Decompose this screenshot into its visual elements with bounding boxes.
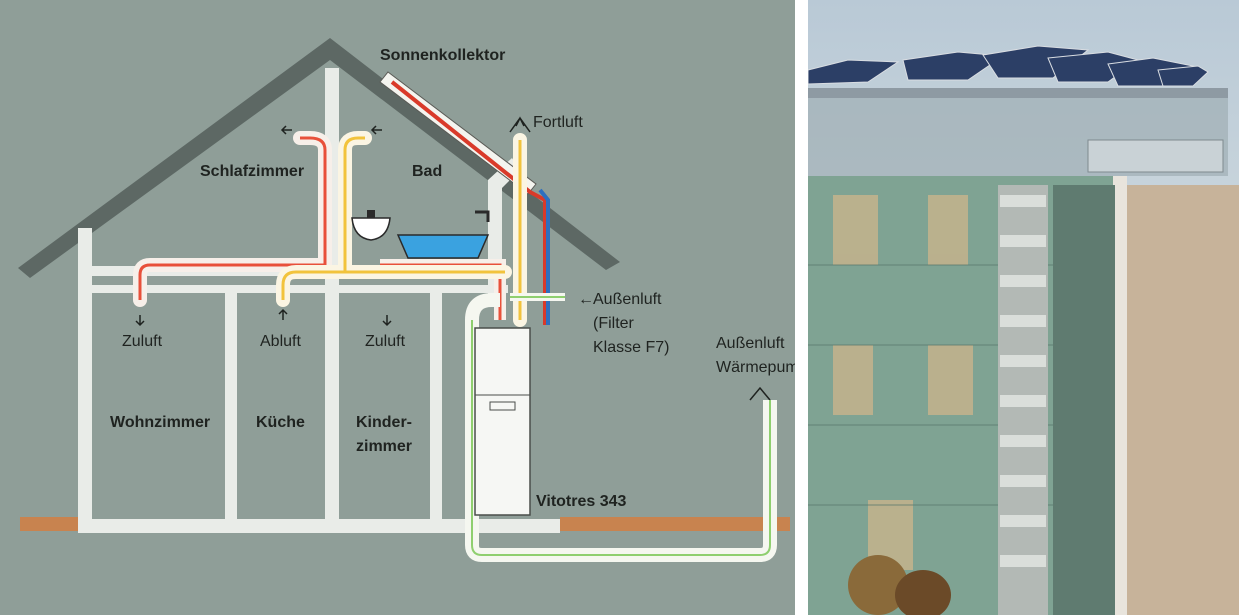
label-filter-line1: (Filter [593,315,635,332]
bathroom-fixtures [351,210,490,259]
building-photo [808,0,1239,615]
label-sonnenkollektor: Sonnenkollektor [380,47,505,64]
label-schlafzimmer: Schlafzimmer [200,163,304,180]
side-wall [1126,185,1239,615]
label-kinder-line2: zimmer [356,438,412,455]
vitotres-unit [465,293,777,562]
label-fortluft: Fortluft [533,114,583,131]
label-zuluft-right: Zuluft [365,333,406,350]
trees [848,555,951,615]
roof-canopy [808,88,1228,98]
label-aussenluft-arrow: ← [578,291,594,308]
ventilation-diagram: Sonnenkollektor Fortluft Schlafzimmer Ba… [0,0,795,615]
ground-strip-left [20,517,82,531]
label-filter-line2: Klasse F7) [593,339,669,356]
label-abluft: Abluft [260,333,301,350]
ground-strip-right [560,517,790,531]
label-bad: Bad [412,163,442,180]
label-vitotres: Vitotres 343 [536,493,627,510]
beige-panels [833,195,973,570]
label-aussenluft: Außenluft [593,291,662,308]
label-kueche: Küche [256,414,305,431]
label-zuluft-left: Zuluft [122,333,163,350]
label-aussenluft-wp-line2: Wärmepum [716,359,795,376]
solar-collector [379,71,550,325]
flow-arrows [135,116,771,401]
label-aussenluft-wp-line1: Außenluft [716,335,785,352]
solar-panels [808,45,1209,87]
extract-ducts [276,131,565,327]
label-kinder-line1: Kinder- [356,414,412,431]
label-wohnzimmer: Wohnzimmer [110,414,210,431]
